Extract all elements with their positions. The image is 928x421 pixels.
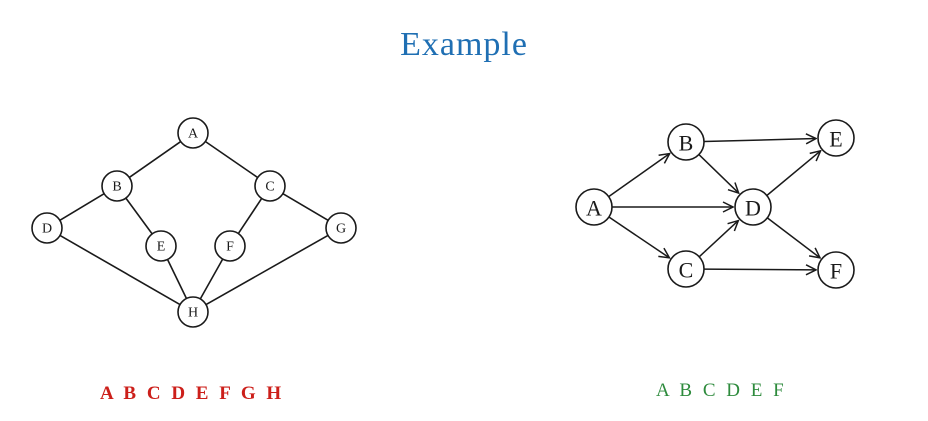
right-node-circle bbox=[734, 188, 772, 226]
left-edge-c-g bbox=[282, 192, 329, 222]
left-node-circle bbox=[325, 212, 357, 244]
left-edge-g-h bbox=[205, 234, 329, 306]
left-node-b: B bbox=[101, 170, 133, 202]
right-edge-b-e bbox=[703, 139, 816, 142]
left-node-c: C bbox=[254, 170, 286, 202]
left-node-circle bbox=[145, 230, 177, 262]
left-node-circle bbox=[177, 117, 209, 149]
left-node-circle bbox=[214, 230, 246, 262]
left-node-circle bbox=[31, 212, 63, 244]
right-edge-a-c bbox=[608, 216, 669, 258]
left-node-a: A bbox=[177, 117, 209, 149]
right-node-e: E bbox=[817, 119, 855, 157]
right-node-a: A bbox=[575, 188, 613, 226]
right-node-label: F bbox=[830, 259, 842, 284]
right-edge-c-f bbox=[703, 269, 816, 270]
left-node-circle bbox=[254, 170, 286, 202]
left-edge-a-c bbox=[204, 140, 259, 179]
left-node-label: H bbox=[188, 306, 198, 321]
left-node-d: D bbox=[31, 212, 63, 244]
left-node-label: G bbox=[336, 222, 346, 237]
right-node-label: A bbox=[586, 196, 602, 221]
right-node-label: E bbox=[829, 127, 842, 152]
left-node-circle bbox=[101, 170, 133, 202]
left-node-f: F bbox=[214, 230, 246, 262]
right-traversal-order: A B C D E F bbox=[656, 380, 787, 401]
left-node-label: A bbox=[188, 127, 199, 142]
left-node-e: E bbox=[145, 230, 177, 262]
right-node-circle bbox=[817, 251, 855, 289]
right-edge-d-f bbox=[766, 217, 820, 258]
left-node-circle bbox=[177, 296, 209, 328]
left-edge-c-f bbox=[237, 198, 263, 234]
left-node-label: C bbox=[265, 180, 274, 195]
right-node-label: C bbox=[679, 258, 694, 283]
right-node-c: C bbox=[667, 250, 705, 288]
left-node-h: H bbox=[177, 296, 209, 328]
right-node-d: D bbox=[734, 188, 772, 226]
left-edge-e-h bbox=[166, 259, 188, 299]
left-node-label: F bbox=[226, 240, 234, 255]
right-node-label: B bbox=[679, 131, 694, 156]
right-node-circle bbox=[667, 250, 705, 288]
right-node-circle bbox=[817, 119, 855, 157]
right-node-label: D bbox=[745, 196, 761, 221]
left-edge-f-h bbox=[199, 258, 224, 300]
right-node-f: F bbox=[817, 251, 855, 289]
left-traversal-order: A B C D E F G H bbox=[100, 383, 285, 404]
diagram-title: Example bbox=[400, 26, 528, 63]
directed-graph: A B C D E F bbox=[575, 119, 855, 289]
left-edge-d-h bbox=[59, 234, 181, 306]
left-node-label: B bbox=[112, 180, 121, 195]
right-node-b: B bbox=[667, 123, 705, 161]
right-node-circle bbox=[667, 123, 705, 161]
left-edge-b-d bbox=[59, 193, 105, 221]
left-node-label: E bbox=[157, 240, 166, 255]
right-edge-d-e bbox=[766, 151, 821, 197]
left-edge-b-e bbox=[125, 197, 153, 235]
right-node-circle bbox=[575, 188, 613, 226]
undirected-graph: A B C D E F G H bbox=[31, 117, 357, 328]
left-edge-a-b bbox=[128, 140, 182, 179]
right-edge-b-d bbox=[698, 153, 739, 194]
left-node-g: G bbox=[325, 212, 357, 244]
right-edge-c-d bbox=[698, 221, 738, 258]
left-node-label: D bbox=[42, 222, 52, 237]
right-edge-a-b bbox=[608, 154, 670, 198]
